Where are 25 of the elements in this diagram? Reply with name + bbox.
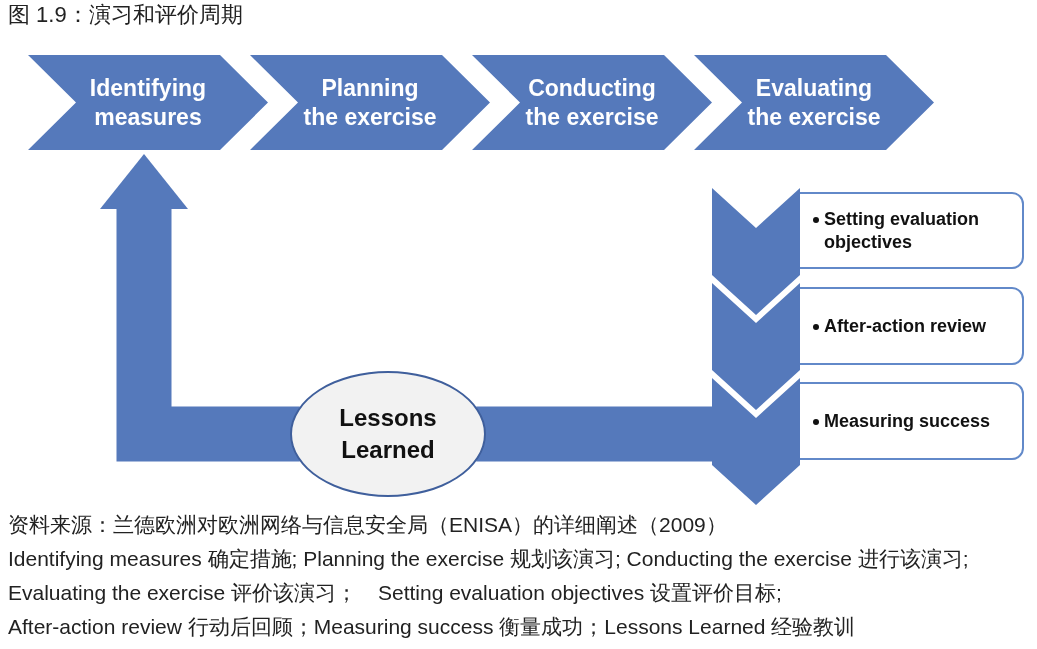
process-step xyxy=(250,55,490,150)
item-label: After-action review xyxy=(824,314,987,338)
glossary-line: Evaluating the exercise 评价该演习； Setting evaluation objectives 设置评价目标; xyxy=(8,580,782,606)
item-label: Measuring success xyxy=(824,409,991,433)
bent-arrow xyxy=(100,154,300,462)
process-step xyxy=(472,55,712,150)
item-box xyxy=(797,382,1024,460)
process-step xyxy=(694,55,934,150)
figure-title: 图 1.9：演习和评价周期 xyxy=(8,1,243,29)
node-label: Lessons Learned xyxy=(338,403,438,465)
step-marker xyxy=(712,283,800,410)
step-label: Conducting the exercise xyxy=(524,73,660,132)
connector-band xyxy=(476,406,712,462)
item-box xyxy=(797,287,1024,365)
step-label: Identifying measures xyxy=(88,73,208,132)
step-marker xyxy=(712,378,800,505)
item-label: Setting evaluation objectives xyxy=(824,207,981,254)
step-label: Evaluating the exercise xyxy=(746,73,882,132)
step-marker xyxy=(712,188,800,315)
process-step xyxy=(28,55,268,150)
source-note: 资料来源：兰德欧洲对欧洲网络与信息安全局（ENISA）的详细阐述（2009） xyxy=(8,512,727,538)
step-label: Planning the exercise xyxy=(302,73,438,132)
glossary-line: Identifying measures 确定措施; Planning the exercise 规划该演习; Conducting the exercise 进行该演习; xyxy=(8,546,969,572)
glossary-line: After-action review 行动后回顾；Measuring success 衡量成功；Lessons Learned 经验教训 xyxy=(8,614,856,640)
item-box xyxy=(797,192,1024,269)
